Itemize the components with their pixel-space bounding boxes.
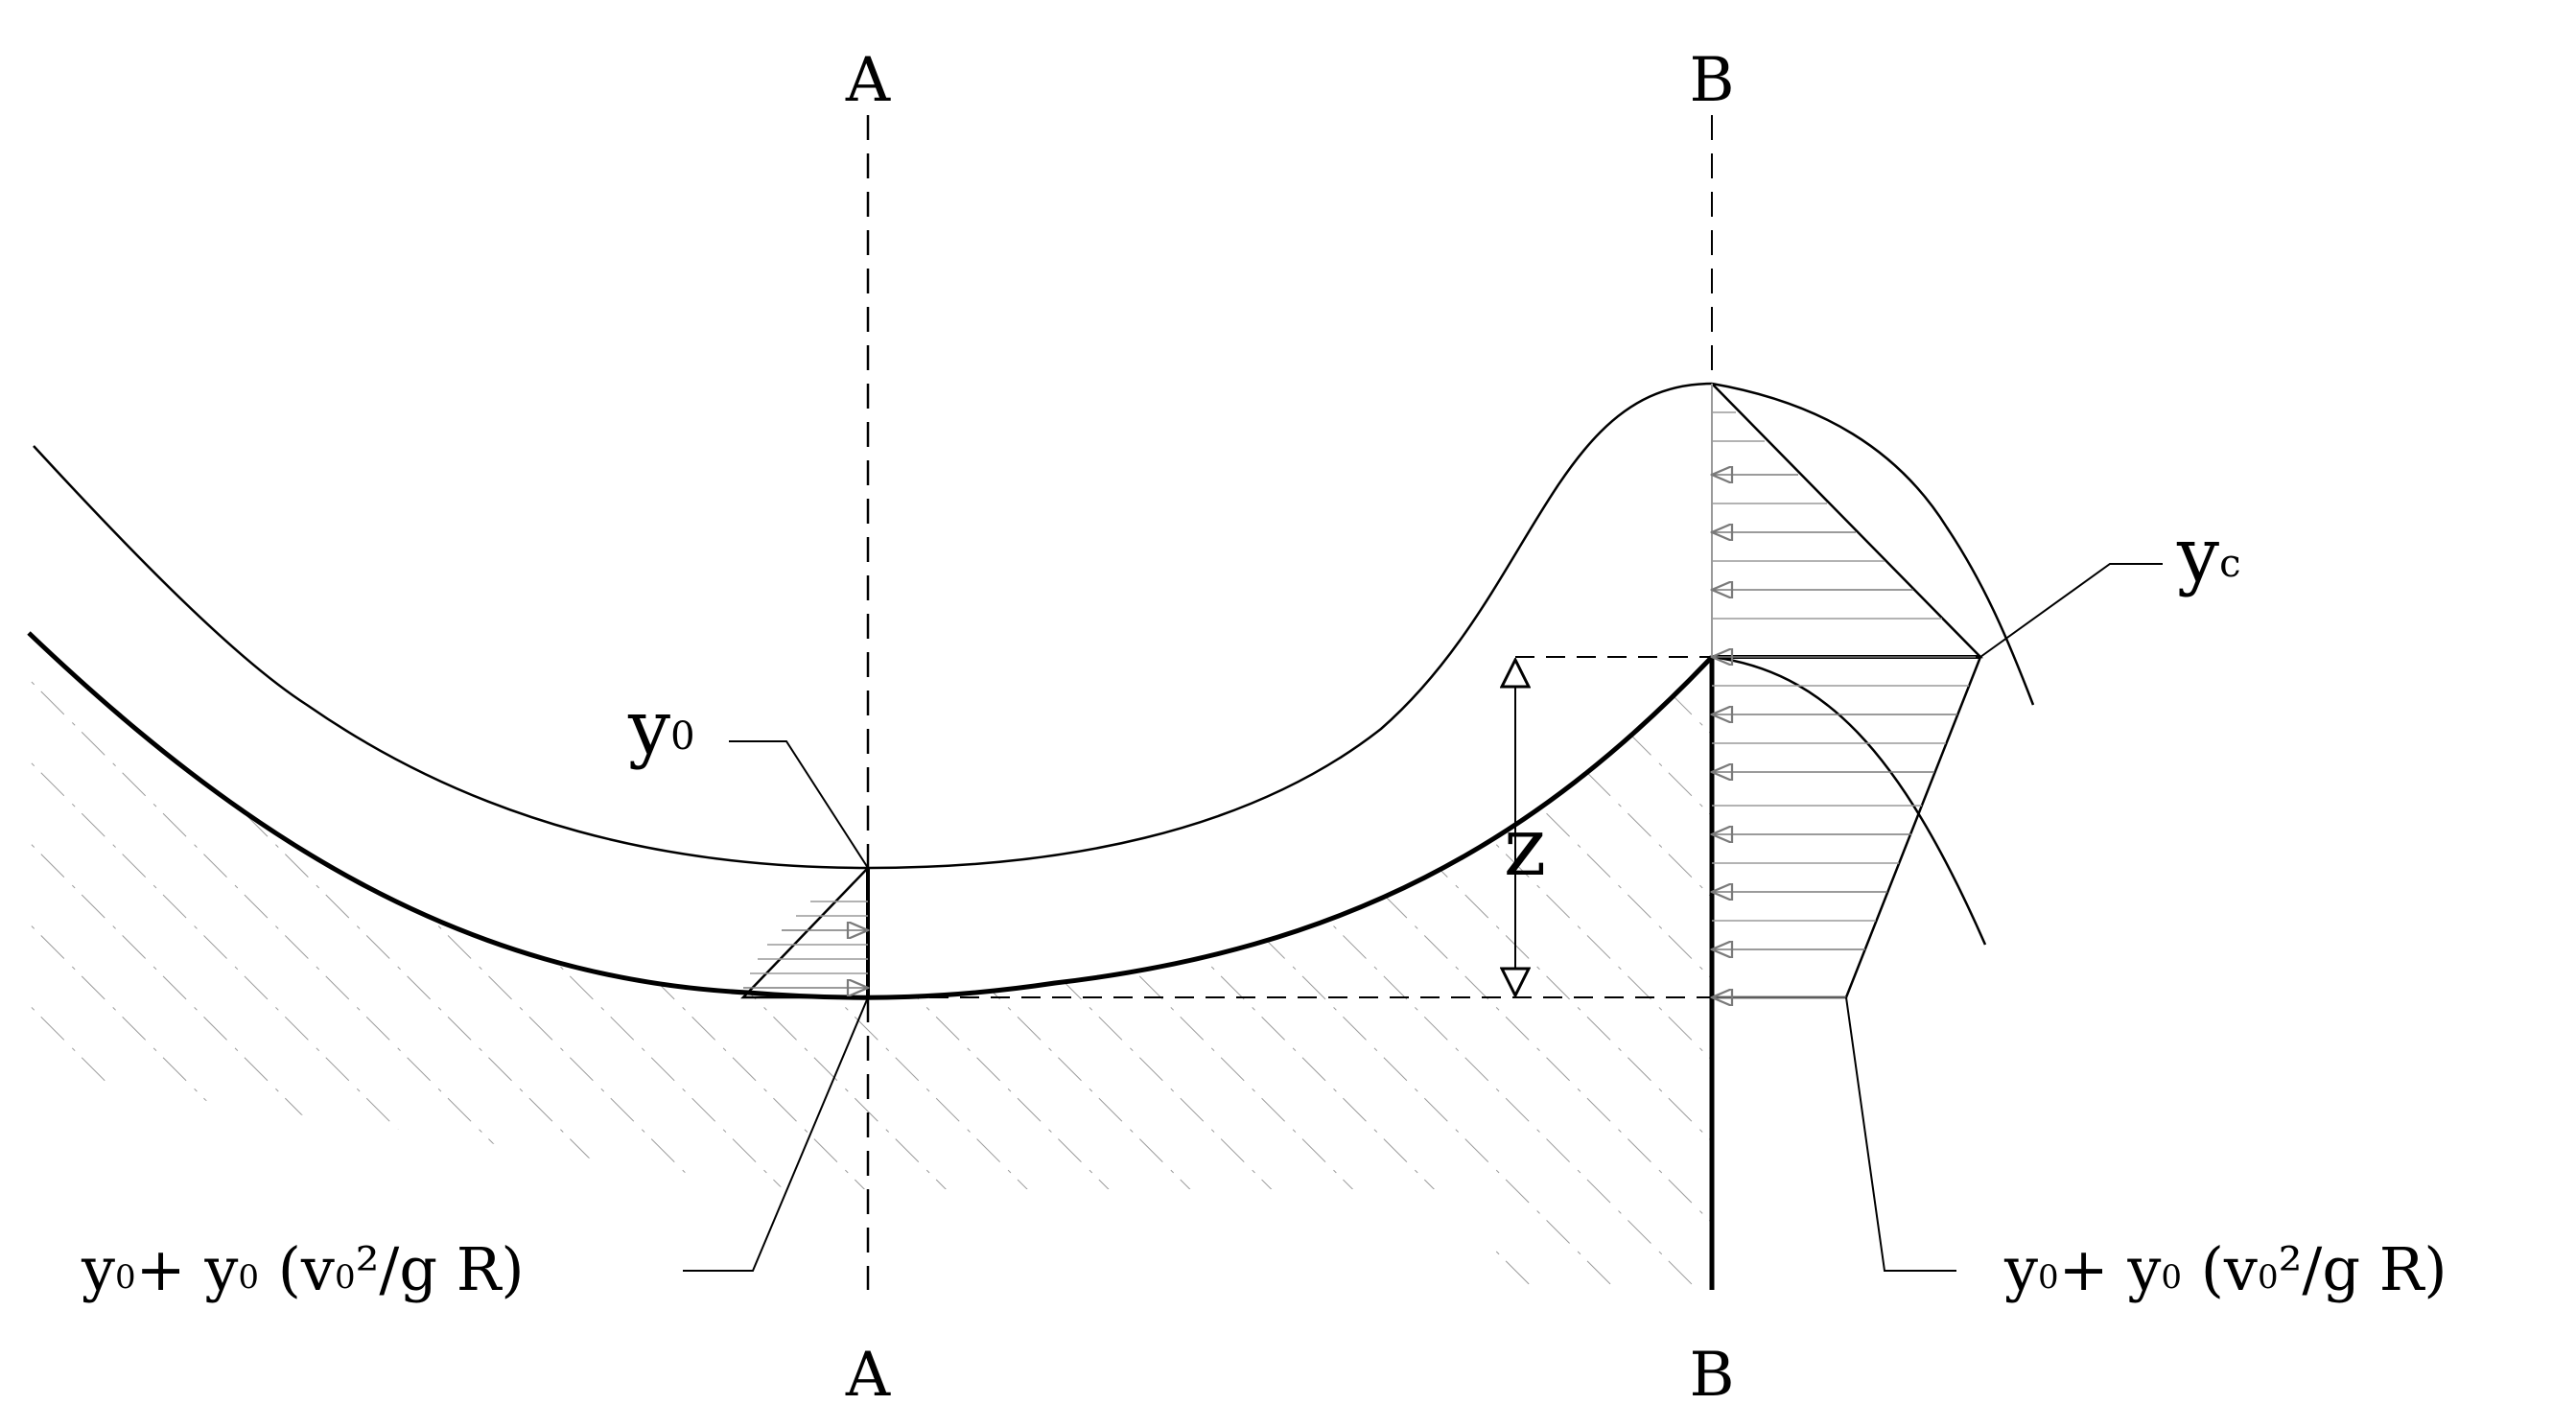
formula-right-label: y0+ y0 (v0²/g R) [2003, 1234, 2447, 1304]
y0-label: y0 [627, 685, 695, 771]
section-a-top-label: A [845, 45, 891, 116]
section-a-bottom-label: A [845, 1340, 891, 1411]
leader-formula-right [1845, 996, 1956, 1272]
water-surface-curve [33, 382, 1713, 870]
leader-yc [1979, 563, 2163, 658]
section-b-top-label: B [1689, 45, 1734, 116]
lower-nappe-curve [1711, 655, 1987, 946]
pressure-diagram-a [740, 867, 870, 999]
ground-hatching [29, 633, 1712, 1290]
leader-y0 [729, 740, 869, 869]
pressure-diagram-b [1712, 383, 1983, 997]
upper-nappe-curve [1711, 382, 2035, 706]
section-b-bottom-label: B [1689, 1340, 1734, 1411]
z-label: z [1504, 800, 1546, 894]
formula-left-label: y0+ y0 (v0²/g R) [81, 1234, 525, 1304]
yc-label: yc [2176, 512, 2240, 598]
leader-formula-left [683, 996, 869, 1272]
